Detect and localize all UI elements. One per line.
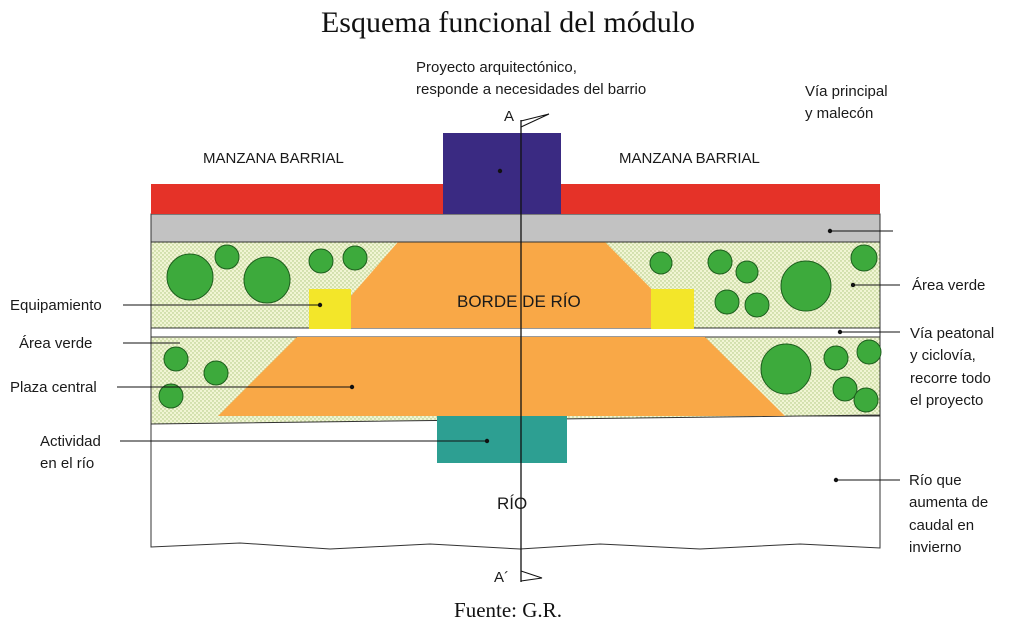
section-flag-top: [520, 113, 550, 128]
river-label: RÍO: [497, 494, 527, 513]
tree: [823, 345, 849, 371]
tree: [158, 383, 184, 409]
block-label-left: MANZANA BARRIAL: [203, 150, 344, 167]
project-label-line1: Proyecto arquitectónico,: [416, 59, 577, 76]
pedestrian-label-line1: Vía peatonal: [910, 325, 994, 342]
tree: [850, 244, 878, 272]
tree: [780, 260, 832, 312]
tree: [832, 376, 858, 402]
tree: [243, 256, 291, 304]
river-flow-label-line4: invierno: [909, 539, 962, 556]
river-area: [150, 415, 881, 550]
neighborhood-block-right: [561, 184, 880, 214]
tree: [308, 248, 334, 274]
river-flow-label-line3: caudal en: [909, 517, 974, 534]
green-area-label-right: Área verde: [912, 277, 985, 294]
tree: [735, 260, 759, 284]
tree: [163, 346, 189, 372]
section-label-a: A: [504, 108, 514, 125]
tree: [707, 249, 733, 275]
architectural-project-block: [443, 133, 561, 214]
main-road-label-line2: y malecón: [805, 105, 873, 122]
section-flag-bottom: [520, 570, 543, 582]
diagram-title: Esquema funcional del módulo: [320, 6, 696, 39]
leader-dots: [317, 168, 856, 483]
tree: [649, 251, 673, 275]
pedestrian-label-line3: recorre todo: [910, 370, 991, 387]
equipment-box-right: [651, 289, 694, 329]
central-plaza-label: Plaza central: [10, 379, 97, 396]
tree-group: [158, 244, 882, 413]
tree: [214, 244, 240, 270]
equipment-label: Equipamiento: [10, 297, 102, 314]
green-area-label-left: Área verde: [19, 335, 92, 352]
central-plaza: [218, 337, 785, 416]
riverbank-plaza-upper: [323, 242, 690, 328]
tree: [744, 292, 770, 318]
tree: [203, 360, 229, 386]
river-activity-label-line1: Actividad: [40, 433, 101, 450]
equipment-box-left: [309, 289, 351, 329]
tree: [342, 245, 368, 271]
neighborhood-block-left: [151, 184, 443, 214]
block-label-right: MANZANA BARRIAL: [619, 150, 760, 167]
pedestrian-label-line2: y ciclovía,: [910, 347, 976, 364]
river-flow-label-line1: Río que: [909, 472, 962, 489]
tree: [856, 339, 882, 365]
tree: [760, 343, 812, 395]
pedestrian-label-line4: el proyecto: [910, 392, 983, 409]
main-road-label-line1: Vía principal: [805, 83, 888, 100]
tree: [853, 387, 879, 413]
river-flow-label-line2: aumenta de: [909, 494, 988, 511]
river-activity-label-line2: en el río: [40, 455, 94, 472]
riverbank-label: BORDE DE RÍO: [457, 292, 581, 311]
tree: [714, 289, 740, 315]
river-activity-block: [437, 416, 567, 463]
leader-lines: [117, 230, 900, 481]
section-label-a-prime: A´: [494, 569, 509, 586]
tree: [166, 253, 214, 301]
pedestrian-cycle-path: [150, 327, 881, 338]
project-label-line2: responde a necesidades del barrio: [416, 81, 646, 98]
main-road-malecon: [150, 213, 881, 243]
source-caption: Fuente: G.R.: [454, 598, 562, 622]
